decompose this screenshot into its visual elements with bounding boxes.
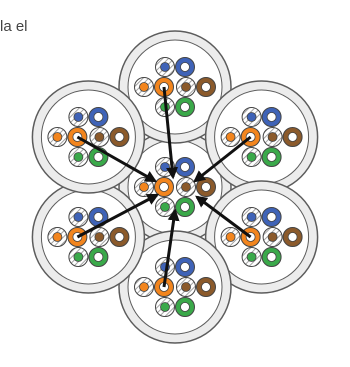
cable-inner-sheath [127, 239, 223, 335]
orange-white-conductor [134, 77, 154, 97]
orange-conductor [154, 177, 174, 197]
brown-conductor [196, 177, 216, 197]
orange-white-conductor [134, 177, 154, 197]
brown-conductor [282, 127, 303, 147]
blue-conductor [175, 57, 195, 77]
crosstalk-arrow [162, 208, 180, 288]
brown-white-conductor [176, 277, 196, 297]
cable-top [118, 30, 232, 144]
green-conductor [261, 247, 282, 267]
crosstalk-arrow [195, 195, 252, 239]
orange-white-conductor [134, 277, 154, 297]
brown-conductor [282, 227, 303, 247]
cable-inner-sheath [127, 39, 223, 135]
orange-white-conductor [220, 127, 241, 147]
blue-conductor [88, 107, 109, 127]
green-conductor [175, 197, 195, 217]
brown-conductor [109, 127, 130, 147]
blue-white-conductor [68, 107, 89, 127]
brown-white-conductor [89, 227, 110, 247]
cable-upper-left [31, 80, 146, 194]
brown-white-conductor [176, 77, 196, 97]
cable-inner-sheath [40, 89, 136, 185]
crosstalk-arrow [193, 135, 252, 183]
cable-inner-sheath [214, 189, 310, 285]
brown-white-conductor [262, 227, 283, 247]
brown-white-conductor [176, 177, 196, 197]
brown-conductor [196, 77, 216, 97]
green-white-conductor [155, 197, 175, 217]
blue-white-conductor [241, 107, 262, 127]
blue-white-conductor [68, 207, 89, 227]
green-conductor [88, 247, 109, 267]
green-conductor [261, 147, 282, 167]
blue-white-conductor [241, 207, 262, 227]
green-conductor [175, 297, 195, 317]
cable-center [118, 130, 232, 244]
blue-conductor [261, 107, 282, 127]
cable-upper-right [204, 80, 319, 194]
cable-lower-right [204, 180, 319, 294]
orange-white-conductor [47, 127, 68, 147]
blue-conductor [175, 257, 195, 277]
green-white-conductor [155, 297, 175, 317]
crosstalk-arrow [76, 135, 158, 183]
cable-lower-left [31, 180, 146, 294]
brown-white-conductor [89, 127, 110, 147]
brown-white-conductor [262, 127, 283, 147]
brown-conductor [196, 277, 216, 297]
orange-white-conductor [220, 227, 241, 247]
blue-conductor [261, 207, 282, 227]
caption-text: la el [0, 18, 28, 35]
green-white-conductor [241, 147, 262, 167]
blue-white-conductor [155, 57, 175, 77]
brown-conductor [109, 227, 130, 247]
blue-conductor [175, 157, 195, 177]
cable-bottom [118, 230, 232, 344]
crosstalk-arrow [76, 193, 160, 239]
green-conductor [175, 97, 195, 117]
orange-white-conductor [47, 227, 68, 247]
green-white-conductor [68, 247, 89, 267]
crosstalk-arrow [162, 86, 179, 180]
green-white-conductor [68, 147, 89, 167]
green-white-conductor [241, 247, 262, 267]
